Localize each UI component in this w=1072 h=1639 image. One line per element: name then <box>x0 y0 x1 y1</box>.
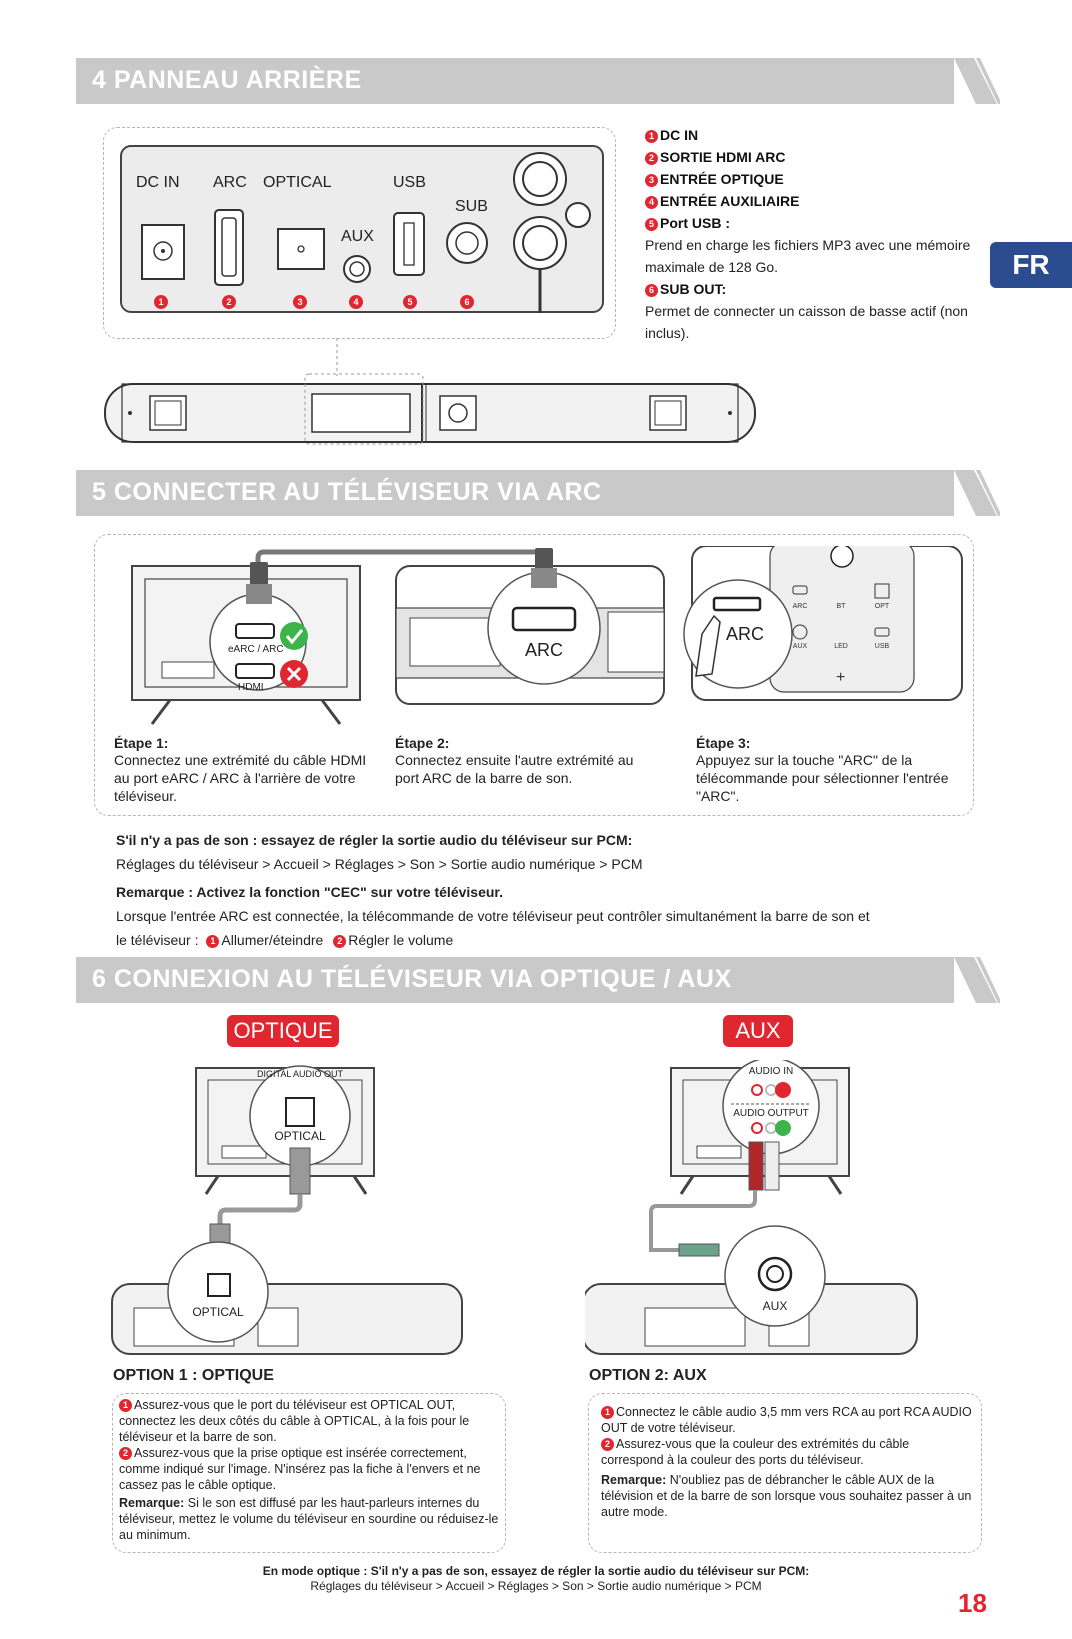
footer-bold: En mode optique : S'il n'y a pas de son,… <box>262 1564 810 1578</box>
section-header-5: 5 CONNECTER AU TÉLÉVISEUR VIA ARC <box>76 470 1000 516</box>
arc-button-label: ARC <box>726 624 764 644</box>
option1-p1: Assurez-vous que le port du téléviseur e… <box>119 1398 470 1444</box>
remote-bt: BT <box>837 603 847 610</box>
legend-usb: Port USB : <box>660 215 730 231</box>
aux-pill: AUX <box>723 1015 793 1047</box>
remote-led: LED <box>834 643 848 650</box>
page-number: 18 <box>958 1588 987 1618</box>
port-label-aux: AUX <box>341 228 374 245</box>
port-label-sub: SUB <box>455 198 488 215</box>
option1-p2: Assurez-vous que la prise optique est in… <box>119 1446 481 1492</box>
step-text: Connectez ensuite l'autre extrémité au p… <box>395 752 634 786</box>
step-title: Étape 1: <box>114 735 169 751</box>
arc-notes: S'il n'y a pas de son : essayez de régle… <box>116 828 986 952</box>
arc-port-label: ARC <box>525 640 563 660</box>
audio-output-label: AUDIO OUTPUT <box>733 1108 809 1119</box>
aux-bar-label: AUX <box>763 1299 788 1313</box>
remote-aux: AUX <box>793 643 808 650</box>
no-sound-title: S'il n'y a pas de son : essayez de régle… <box>116 832 633 848</box>
badge-2: 2 <box>226 297 231 307</box>
optical-bar-label: OPTICAL <box>192 1305 244 1319</box>
remote-opt: OPT <box>875 603 890 610</box>
svg-text:+: + <box>836 669 845 686</box>
digital-audio-out-label: DIGITAL AUDIO OUT <box>257 1069 344 1079</box>
port-label-optical: OPTICAL <box>263 174 332 191</box>
earc-label: eARC / ARC <box>228 644 284 655</box>
audio-in-label: AUDIO IN <box>749 1066 793 1077</box>
legend-dcin: DC IN <box>660 127 699 143</box>
slashes-decoration <box>954 58 1000 104</box>
badge-5: 5 <box>407 297 412 307</box>
option1-box <box>112 1393 506 1553</box>
option1-title: OPTION 1 : OPTIQUE <box>113 1367 274 1384</box>
cec-text-2: le téléviseur : <box>116 932 199 948</box>
step-text: Appuyez sur la touche "ARC" de la téléco… <box>696 752 949 804</box>
port-label-usb: USB <box>393 174 426 191</box>
badge-1: 1 <box>158 297 163 307</box>
language-tab: FR <box>990 242 1072 288</box>
step-title: Étape 2: <box>395 735 450 751</box>
option2-title: OPTION 2: AUX <box>589 1367 707 1384</box>
footer-path: Réglages du téléviseur > Accueil > Régla… <box>310 1579 762 1593</box>
hdmi-label: HDMI <box>238 682 264 693</box>
option2-note: N'oubliez pas de débrancher le câble AUX… <box>601 1473 972 1519</box>
legend-sub: SUB OUT: <box>660 281 727 297</box>
option2-box <box>588 1393 982 1553</box>
cec-item-1: Allumer/éteindre <box>221 932 324 948</box>
option1-note-label: Remarque: <box>119 1496 185 1510</box>
footer-note: En mode optique : S'il n'y a pas de son,… <box>0 1564 1072 1594</box>
step-1: Étape 1: Connectez une extrémité du câbl… <box>114 735 384 805</box>
section-title: 5 CONNECTER AU TÉLÉVISEUR VIA ARC <box>92 478 602 506</box>
slashes-decoration <box>954 957 1000 1003</box>
option2-note-label: Remarque: <box>601 1473 667 1487</box>
step-3: Étape 3: Appuyez sur la touche "ARC" de … <box>696 735 956 805</box>
rear-panel-diagram: DC IN ARC OPTICAL AUX USB SUB 1 2 3 4 5 … <box>120 145 604 313</box>
cec-item-2: Régler le volume <box>348 932 454 948</box>
cec-text: Lorsque l'entrée ARC est connectée, la t… <box>116 908 870 924</box>
rear-panel-zoom-frame <box>103 127 616 339</box>
legend-optical: ENTRÉE OPTIQUE <box>660 171 784 187</box>
section-title: 6 CONNEXION AU TÉLÉVISEUR VIA OPTIQUE / … <box>92 965 732 993</box>
section-header-6: 6 CONNEXION AU TÉLÉVISEUR VIA OPTIQUE / … <box>76 957 1000 1003</box>
no-sound-path: Réglages du téléviseur > Accueil > Régla… <box>116 856 643 872</box>
option2-p1: Connectez le câble audio 3,5 mm vers RCA… <box>601 1405 972 1435</box>
port-label-arc: ARC <box>213 174 247 191</box>
arc-steps-frame <box>94 534 974 816</box>
badge-6: 6 <box>464 297 469 307</box>
option1-note: Si le son est diffusé par les haut-parle… <box>119 1496 499 1542</box>
step-text: Connectez une extrémité du câble HDMI au… <box>114 752 367 804</box>
remote-arc: ARC <box>793 603 808 610</box>
step-2: Étape 2: Connectez ensuite l'autre extré… <box>395 735 660 787</box>
badge-3: 3 <box>297 297 302 307</box>
legend-usb-desc: Prend en charge les fichiers MP3 avec un… <box>645 237 971 275</box>
section-title: 4 PANNEAU ARRIÈRE <box>92 66 362 94</box>
remote-usb: USB <box>875 643 890 650</box>
port-label-dcin: DC IN <box>136 174 180 191</box>
legend-aux: ENTRÉE AUXILIAIRE <box>660 193 800 209</box>
step-title: Étape 3: <box>696 735 751 751</box>
option2-p2: Assurez-vous que la couleur des extrémit… <box>601 1437 910 1467</box>
cec-title: Remarque : Activez la fonction "CEC" sur… <box>116 884 503 900</box>
optical-tv-label: OPTICAL <box>274 1129 326 1143</box>
optique-pill: OPTIQUE <box>227 1015 339 1047</box>
slashes-decoration <box>954 470 1000 516</box>
section-header-4: 4 PANNEAU ARRIÈRE <box>76 58 1000 104</box>
aux-connection-illustration: AUDIO IN AUDIO OUTPUT AUX <box>585 1060 918 1355</box>
legend-sub-desc: Permet de connecter un caisson de basse … <box>645 303 968 341</box>
soundbar-rear-illustration <box>104 338 756 445</box>
legend-hdmi: SORTIE HDMI ARC <box>660 149 786 165</box>
badge-4: 4 <box>353 297 358 307</box>
optical-connection-illustration: DIGITAL AUDIO OUT OPTICAL OPTICAL <box>111 1065 463 1355</box>
arc-connection-illustration: eARC / ARC HDMI ARC ARC BT OPT AUX LED U… <box>131 546 963 725</box>
